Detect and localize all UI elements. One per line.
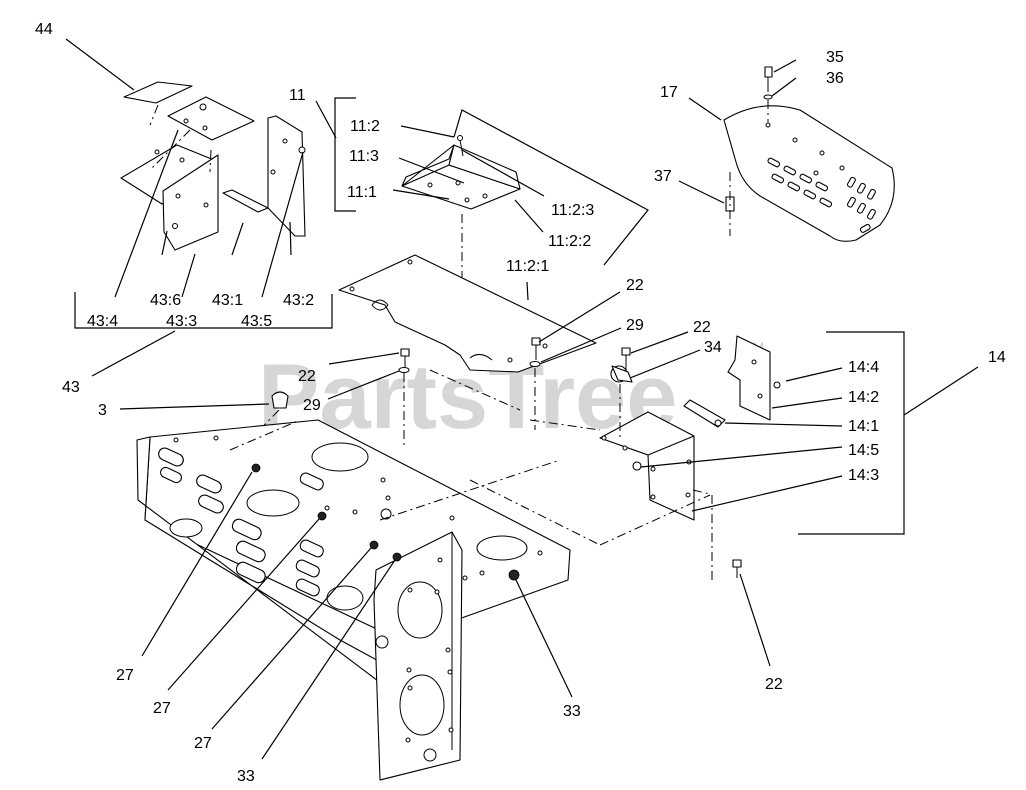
callout-11-2-1: 11:2:1 [506,258,549,275]
leader-lines [65,38,979,760]
callout-27-c: 27 [194,735,212,752]
part-11-bracket-assembly[interactable] [338,135,597,373]
callout-43: 43 [62,379,80,396]
callout-22-left: 22 [298,368,316,385]
callout-14: 14 [988,349,1006,366]
callout-43-2: 43:2 [283,292,314,309]
callout-37: 37 [654,168,672,185]
fasteners-22-29-top[interactable] [398,337,541,445]
callout-14-1: 14:1 [848,418,879,435]
callout-27-b: 27 [153,700,171,717]
callout-33-a: 33 [237,768,255,785]
callout-34: 34 [704,339,722,356]
part-14-bracket-assembly[interactable] [599,335,781,580]
callout-14-4: 14:4 [848,359,879,376]
part-43-bracket-assembly[interactable] [120,96,306,251]
callout-11: 11 [289,87,306,104]
grouping-brackets [74,97,905,535]
callout-11-1: 11:1 [347,184,377,201]
callout-43-1: 43:1 [212,292,243,309]
callout-labels: 44 11 11:2 11:3 11:1 11:2:3 11:2:2 11:2:… [35,21,1006,785]
part-17-cover-assembly[interactable] [723,66,895,242]
callout-11-2-3: 11:2:3 [551,202,594,219]
callout-17: 17 [660,84,678,101]
callout-43-5: 43:5 [241,313,272,330]
frame-slots [158,447,324,597]
callout-11-2-2: 11:2:2 [548,233,591,250]
part-44-pad[interactable] [123,81,193,104]
part-34-clamp[interactable] [610,347,633,440]
callout-35: 35 [826,49,844,66]
callout-43-4: 43:4 [87,313,118,330]
callout-43-3: 43:3 [166,313,197,330]
callout-11-3: 11:3 [349,148,379,165]
callout-22-bottom: 22 [765,676,783,693]
callout-33-b: 33 [563,703,581,720]
callout-27-a: 27 [116,667,134,684]
callout-14-3: 14:3 [848,467,879,484]
callout-36: 36 [826,70,844,87]
part-22-bolt-bottom[interactable] [732,559,742,578]
callout-29-left: 29 [303,397,321,414]
cover-vent-slots [767,157,876,233]
callout-43-6: 43:6 [150,292,181,309]
callout-14-2: 14:2 [848,389,879,406]
callout-3: 3 [98,402,107,419]
callout-22-top: 22 [626,277,644,294]
main-frame-chassis[interactable] [136,369,711,781]
callout-14-5: 14:5 [848,442,879,459]
callout-44: 44 [35,21,53,38]
callout-22-mid: 22 [693,319,711,336]
callout-29-top: 29 [626,317,644,334]
frame-holes [173,435,543,762]
callout-11-2: 11:2 [350,118,380,135]
